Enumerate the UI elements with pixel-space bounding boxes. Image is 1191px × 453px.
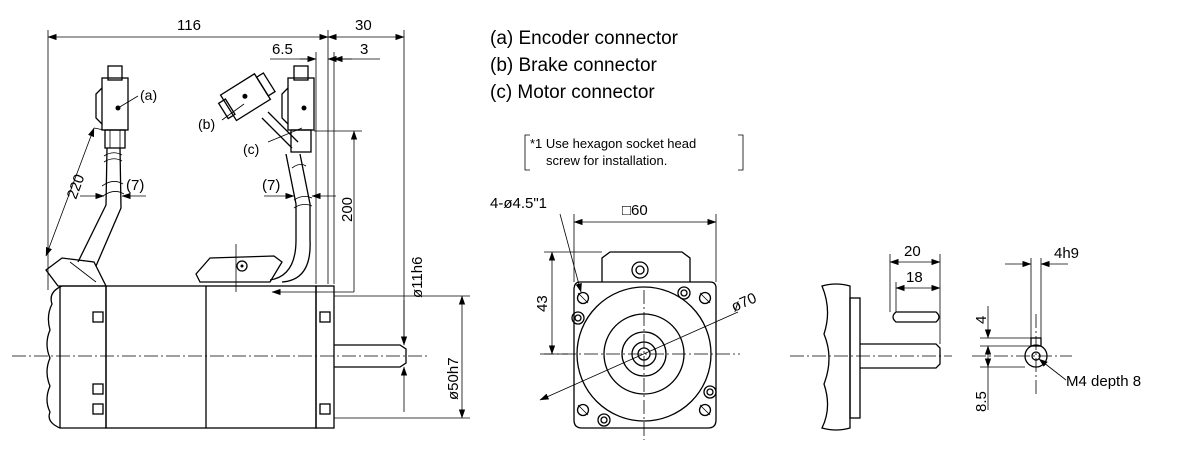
rear-cover [46,285,106,429]
encoder-connector [95,65,129,149]
motor-flange [315,285,335,429]
front-view: ø70 4-ø4.5"1 □60 43 [490,195,759,440]
dim-220: 220 [64,172,89,201]
motor-connector [281,65,315,153]
side-view: (a) (b) (c) [12,17,470,429]
socket-head-screws [571,286,717,427]
legend-motor-connector: (c) Motor connector [490,82,655,103]
label-c: (c) [243,141,259,157]
note-line-2: screw for installation. [546,153,667,168]
shaft-end-view: 4h9 4 8.5 M4 depth 8 [972,245,1141,412]
dim-dia-11h6: ø11h6 [409,257,426,298]
dim-6-5: 6.5 [272,41,293,58]
label-a: (a) [140,87,157,103]
tap-m4-depth-8: M4 depth 8 [1066,373,1141,390]
dim-116: 116 [177,17,201,34]
motor-body [105,285,317,429]
legend-encoder-connector: (a) Encoder connector [490,28,679,49]
dim-4: 4 [973,316,990,324]
side-shaft [334,344,407,368]
dim-30: 30 [355,17,372,34]
dim-dia-50h7: ø50h7 [445,357,462,400]
connector-legend: (a) Encoder connector (b) Brake connecto… [490,28,679,103]
mounting-holes [576,291,712,417]
front-flange-square [573,281,717,429]
dim-holes: 4-ø4.5"1 [490,195,547,212]
label-b: (b) [198,116,215,132]
note-line-1: *1 Use hexagon socket head [530,136,696,151]
legend-brake-connector: (b) Brake connector [490,55,658,76]
dim-8-5: 8.5 [973,391,990,412]
brake-connector [217,72,276,122]
dim-43: 43 [534,295,551,312]
dim-20: 20 [904,243,921,260]
dim-7-right: (7) [262,177,280,194]
installation-note: *1 Use hexagon socket head screw for ins… [524,134,744,171]
dim-7-left: (7) [126,177,144,194]
dim-18: 18 [906,269,923,286]
dim-3: 3 [360,41,368,58]
shaft-detail-view: 20 18 [790,243,952,431]
dim-pcd-70: ø70 [729,290,760,316]
dim-4h9: 4h9 [1054,245,1079,262]
dim-200: 200 [339,197,356,222]
dim-square-60: □60 [622,202,648,219]
